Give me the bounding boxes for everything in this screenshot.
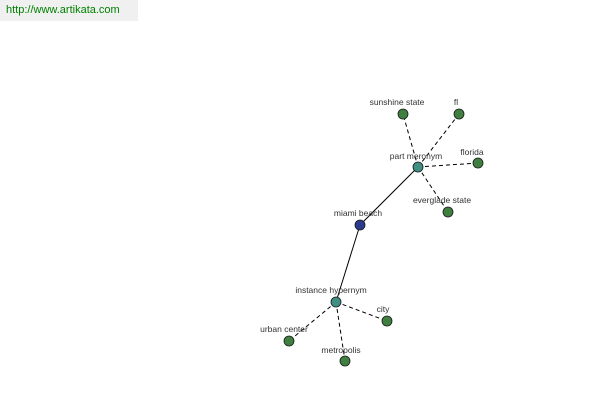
edge-instance-hypernym-to-city (335, 301, 388, 322)
label-everglade-state[interactable]: everglade state (413, 195, 471, 205)
node-everglade-state[interactable] (442, 206, 454, 218)
node-florida[interactable] (472, 157, 484, 169)
node-urban-center[interactable] (283, 335, 295, 347)
node-part-meronym[interactable] (412, 161, 424, 173)
label-city[interactable]: city (377, 304, 391, 314)
node-center[interactable] (354, 219, 366, 231)
label-sunshine-state[interactable]: sunshine state (370, 97, 425, 107)
edge-center-to-part-meronym (359, 166, 419, 226)
edge-part-meronym-to-everglade-state (417, 166, 449, 213)
node-metropolis[interactable] (339, 355, 351, 367)
label-part-meronym[interactable]: part meronym (390, 151, 442, 161)
label-instance-hypernym[interactable]: instance hypernym (295, 285, 366, 295)
node-fl[interactable] (453, 108, 465, 120)
node-city[interactable] (381, 315, 393, 327)
label-urban-center[interactable]: urban center (260, 324, 308, 334)
edge-instance-hypernym-to-metropolis (335, 301, 346, 362)
edge-part-meronym-to-florida (417, 162, 479, 168)
label-center[interactable]: miami beach (334, 208, 382, 218)
node-sunshine-state[interactable] (397, 108, 409, 120)
graph-edges (288, 113, 479, 362)
label-metropolis[interactable]: metropolis (321, 345, 360, 355)
label-fl[interactable]: fl (454, 97, 458, 107)
graph-labels: miami beach part meronym instance hypern… (260, 97, 484, 355)
label-florida[interactable]: florida (460, 147, 483, 157)
edge-center-to-instance-hypernym (335, 224, 361, 303)
node-instance-hypernym[interactable] (330, 296, 342, 308)
edge-instance-hypernym-to-urban-center (288, 301, 337, 342)
edge-part-meronym-to-sunshine-state (402, 113, 419, 168)
site-url-link[interactable]: http://www.artikata.com (0, 0, 138, 21)
graph-nodes (283, 108, 484, 367)
